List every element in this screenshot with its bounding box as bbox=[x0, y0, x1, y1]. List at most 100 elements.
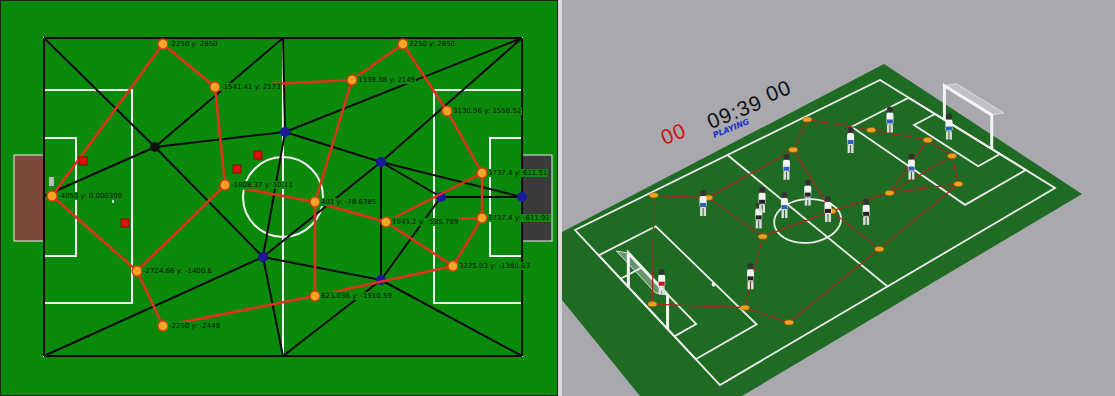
coordinate-label: 3225.03 y: -1380.63 bbox=[458, 262, 531, 270]
region-point bbox=[47, 191, 57, 201]
vertex-dot bbox=[258, 252, 268, 262]
region-point-3d bbox=[875, 247, 884, 252]
region-point bbox=[442, 106, 452, 116]
region-line-3d bbox=[831, 211, 879, 249]
region-point-3d bbox=[758, 234, 767, 239]
region-point-3d bbox=[867, 128, 876, 133]
region-point bbox=[132, 266, 142, 276]
region-point bbox=[310, 291, 320, 301]
coordinate-label: 3737.4 y: -611.91 bbox=[487, 214, 551, 222]
region-point-3d bbox=[923, 138, 932, 143]
region-point-3d bbox=[740, 305, 749, 310]
region-line bbox=[315, 80, 352, 202]
coordinate-label: -1541.41 y: 2173 bbox=[220, 83, 282, 91]
region-line-3d bbox=[831, 193, 889, 211]
goal bbox=[14, 155, 44, 241]
field-line-3d bbox=[621, 268, 697, 337]
region-line-3d bbox=[928, 140, 952, 156]
region-point-3d bbox=[948, 153, 957, 158]
triangulation-line bbox=[381, 162, 522, 197]
coordinate-label: -2724.66 y: -1400.6 bbox=[142, 267, 213, 275]
region-line-3d bbox=[890, 156, 953, 193]
coordinate-label: -2250 y: 2850 bbox=[168, 40, 219, 48]
robot-icon bbox=[49, 177, 54, 186]
region-line-3d bbox=[789, 249, 879, 322]
robot-3d bbox=[759, 187, 766, 213]
region-line-3d bbox=[793, 120, 807, 150]
pitch bbox=[562, 64, 1082, 396]
coordinate-label: 1339.38 y: 2149 bbox=[357, 76, 416, 84]
region-point bbox=[220, 180, 230, 190]
triangulation-line bbox=[381, 280, 522, 356]
region-line-3d bbox=[879, 184, 958, 249]
region-line-3d bbox=[652, 195, 653, 304]
region-line-3d bbox=[890, 184, 959, 193]
robot-3d bbox=[781, 192, 788, 218]
robot-3d bbox=[700, 190, 707, 216]
triangulation-line bbox=[44, 257, 263, 356]
triangulation-line bbox=[381, 38, 522, 162]
coordinate-label: 2250 y: 2850 bbox=[408, 40, 456, 48]
goal-frame-3d bbox=[944, 86, 991, 149]
region-point bbox=[381, 217, 391, 227]
region-point bbox=[398, 39, 408, 49]
robot-3d bbox=[945, 114, 952, 140]
center-circle-3d bbox=[774, 199, 841, 243]
coordinate-label: -2250 y: -2448 bbox=[168, 322, 221, 330]
region-point-3d bbox=[954, 181, 963, 186]
region-line bbox=[481, 173, 484, 218]
coordinate-label: -1008.37 y: 50.11 bbox=[230, 181, 294, 189]
robot-3d bbox=[755, 202, 762, 228]
region-point bbox=[347, 75, 357, 85]
region-line bbox=[386, 173, 482, 222]
coordinate-label: 1943.2 y: -585.789 bbox=[391, 218, 459, 226]
triangulation-line bbox=[381, 162, 441, 197]
region-line bbox=[352, 44, 403, 80]
region-point-3d bbox=[785, 320, 794, 325]
robot-3d bbox=[804, 180, 811, 206]
region-line bbox=[386, 222, 453, 266]
region-line bbox=[52, 196, 137, 271]
triangulation-line bbox=[44, 147, 155, 196]
field-line-3d bbox=[599, 226, 757, 359]
goal-net-3d bbox=[944, 84, 1003, 115]
region-point bbox=[477, 168, 487, 178]
region-line-3d bbox=[793, 150, 831, 211]
region-line bbox=[447, 111, 482, 173]
region-point-3d bbox=[885, 190, 894, 195]
region-point bbox=[448, 261, 458, 271]
triangulation-line bbox=[43, 196, 45, 356]
robot-3d bbox=[847, 127, 854, 153]
field-line-3d bbox=[575, 80, 1055, 385]
robot-3d bbox=[658, 269, 665, 295]
region-point-3d bbox=[649, 193, 658, 198]
triangulation-line bbox=[263, 257, 381, 280]
goal-frame-3d bbox=[628, 253, 667, 329]
robot-3d bbox=[886, 106, 893, 132]
triangulation-line bbox=[285, 38, 522, 132]
coordinate-label: 3130.96 y: 1558.52 bbox=[452, 107, 522, 115]
region-point-3d bbox=[789, 147, 798, 152]
goal-net-3d bbox=[616, 251, 667, 295]
vertex-dot bbox=[376, 157, 386, 167]
region-line-3d bbox=[871, 130, 927, 140]
region-line bbox=[137, 185, 225, 271]
triangulation-line bbox=[283, 38, 285, 132]
region-line-3d bbox=[890, 140, 928, 193]
region-point bbox=[477, 213, 487, 223]
region-point bbox=[158, 39, 168, 49]
region-line bbox=[314, 202, 317, 296]
triangulation-line bbox=[43, 38, 45, 356]
player-marker bbox=[79, 157, 87, 165]
field-line-3d bbox=[914, 114, 1000, 166]
region-line-3d bbox=[652, 304, 744, 308]
ball-3d bbox=[712, 283, 716, 287]
robot-3d bbox=[747, 263, 754, 289]
vertex-dot bbox=[517, 192, 527, 202]
triangulation-line bbox=[43, 38, 45, 196]
triangulation-line bbox=[283, 355, 522, 357]
coordinate-label: 401 y: -78.6785 bbox=[320, 198, 377, 206]
vertex-dot bbox=[280, 127, 290, 137]
